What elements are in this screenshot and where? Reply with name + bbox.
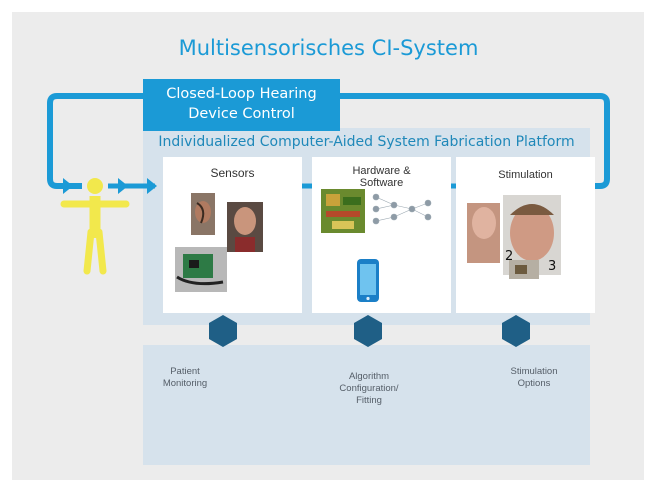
person-arrow-2 [147,178,157,194]
stimulation-card: Stimulation 2 3 [456,157,595,313]
photo-number-3: 3 [548,259,556,274]
sensors-card: Sensors [163,157,302,313]
neural-network-graphic [372,193,432,225]
algorithm-line3: Fitting [356,395,382,406]
sensors-title: Sensors [210,166,255,180]
stimulation-photos: 2 3 [467,195,561,279]
hardware-graphics [321,189,432,302]
platform-label: Individualized Computer-Aided System Fab… [158,134,575,150]
stimulation-options-label: Stimulation Options [496,366,572,390]
patient-monitoring-line2: Monitoring [162,378,208,389]
stimulation-options-line1: Stimulation [510,366,558,377]
patient-monitoring-label: Patient Monitoring [155,366,215,390]
algorithm-line1: Algorithm [348,371,390,382]
hardware-title: Hardware & Software [312,165,451,189]
stimulation-title: Stimulation [498,169,553,181]
person-figure-icon [60,178,130,275]
six-point-star-icon [502,315,530,347]
hardware-title-line2: Software [359,177,404,189]
outcomes-area [143,345,590,465]
sensors-photos [175,193,263,292]
hardware-title-line1: Hardware & [352,165,411,177]
page-title: Multisensorisches CI-System [178,36,479,60]
stimulation-options-line2: Options [517,378,551,389]
closed-loop-control-box: Closed-Loop Hearing Device Control [143,79,340,131]
algorithm-line2: Configuration/ [339,383,399,394]
hardware-software-card: Hardware & Software [312,157,451,313]
smartphone-icon [357,259,379,302]
person-arrow-1 [118,178,128,194]
algorithm-configuration-label: Algorithm Configuration/ Fitting [328,371,410,407]
loop-arrow-in [63,178,73,194]
closed-loop-line1: Closed-Loop Hearing [166,86,317,102]
patient-monitoring-line1: Patient [170,366,200,377]
six-point-star-icon [354,315,382,347]
closed-loop-line2: Device Control [188,106,295,122]
photo-number-2: 2 [505,249,513,264]
six-point-star-icon [209,315,237,347]
